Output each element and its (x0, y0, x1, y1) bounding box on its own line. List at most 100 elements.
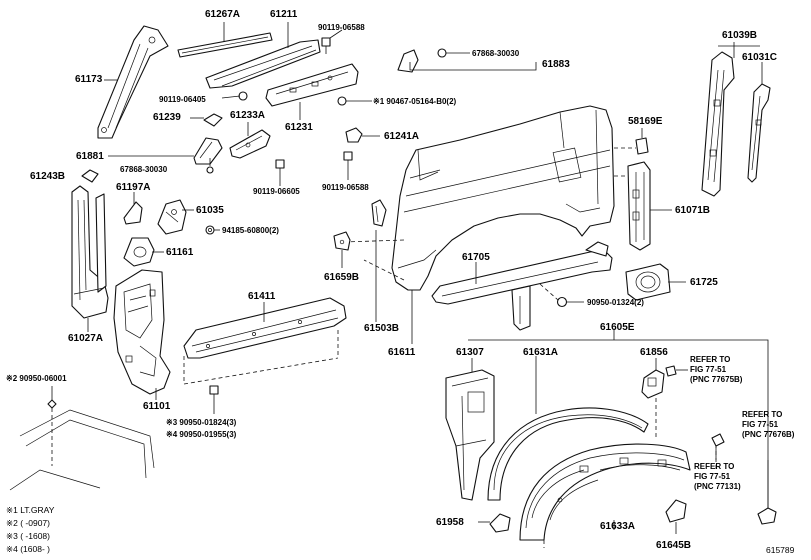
label-61659B: 61659B (324, 272, 360, 283)
label-61039B: 61039B (722, 30, 758, 41)
note-3: ※3 ( -1608) (6, 531, 50, 541)
diagram-id: 615789 (766, 545, 795, 555)
part-61881-drawing (193, 137, 223, 165)
part-61307-drawing (445, 369, 495, 501)
clip-ref-77676B (757, 507, 777, 525)
part-61031C-drawing (747, 83, 771, 183)
label-61631A: 61631A (523, 347, 559, 358)
label-61611: 61611 (388, 347, 416, 358)
label-61161: 61161 (166, 247, 194, 258)
part-58169E-drawing (635, 137, 649, 155)
label-61243B: 61243B (30, 171, 66, 182)
nut-94185-60800 (205, 225, 220, 235)
label-90119-06405: 90119-06405 (159, 95, 206, 104)
part-61883-drawing (397, 48, 447, 73)
part-61503B-drawing (371, 199, 387, 227)
note-1: ※1 LT.GRAY (6, 505, 55, 515)
part-61035-drawing (157, 199, 187, 235)
part-61039B-drawing (701, 51, 735, 197)
part-61233A-drawing (229, 129, 271, 159)
part-61411-drawing (183, 297, 347, 359)
bolt-90119-06588-top (321, 37, 331, 54)
label-90467: ※1 90467-05164-B0(2) (373, 97, 457, 106)
ref-77131: REFER TO FIG 77-51 (PNC 77131) (694, 462, 741, 492)
part-61705-drawing (431, 241, 613, 331)
note-4: ※4 (1608- ) (6, 544, 50, 554)
label-61233A: 61233A (230, 110, 266, 121)
ref-77675B-line1: REFER TO (690, 355, 731, 364)
label-90950-06001: ※2 90950-06001 (6, 374, 67, 383)
clip-90467 (337, 96, 372, 106)
label-61241A: 61241A (384, 131, 420, 142)
label-61239: 61239 (153, 112, 181, 123)
part-61631A-drawing (487, 407, 649, 501)
label-67868-30030-top: 67868-30030 (472, 49, 520, 58)
ref-77676B-line2: FIG 77-51 (742, 420, 779, 429)
label-90950-01955: ※4 90950-01955(3) (166, 430, 237, 439)
label-61031C: 61031C (742, 52, 778, 63)
label-61605E: 61605E (600, 322, 635, 333)
part-61211-drawing (205, 39, 321, 89)
clip-ref-77131 (711, 433, 725, 460)
label-61705: 61705 (462, 252, 490, 263)
part-61231-drawing (265, 63, 359, 107)
part-61856-drawing (641, 369, 665, 399)
part-61173-drawing (97, 25, 169, 139)
ref-77131-line1: REFER TO (694, 462, 735, 471)
label-61071B: 61071B (675, 205, 711, 216)
label-61645B: 61645B (656, 540, 692, 551)
part-61101-drawing (113, 269, 171, 395)
label-61503B: 61503B (364, 323, 400, 334)
ref-77676B-line3: (PNC 77676B) (742, 430, 795, 439)
part-61267A-drawing (177, 32, 273, 58)
label-61307: 61307 (456, 347, 484, 358)
part-61725-drawing (625, 263, 671, 301)
label-67868-30030-mid: 67868-30030 (120, 165, 168, 174)
ref-77131-line2: FIG 77-51 (694, 472, 731, 481)
part-61027A-drawing (71, 185, 109, 319)
label-61881: 61881 (76, 151, 104, 162)
part-61645B-drawing (665, 499, 687, 523)
part-61161-drawing (123, 237, 155, 267)
label-61173: 61173 (75, 74, 103, 85)
label-90119-06588-top: 90119-06588 (318, 23, 365, 32)
bolt-90119-06405 (221, 91, 248, 101)
label-61101: 61101 (143, 401, 171, 412)
label-61411: 61411 (248, 291, 276, 302)
ref-77675B-line2: FIG 77-51 (690, 365, 727, 374)
nut-90950-01324 (556, 296, 584, 308)
ref-77675B: REFER TO FIG 77-51 (PNC 77675B) (690, 355, 742, 385)
ref-77676B: REFER TO FIG 77-51 (PNC 77676B) (742, 410, 794, 440)
part-61611-quarter-panel (391, 105, 615, 291)
part-61197A-drawing (123, 201, 143, 225)
label-61027A: 61027A (68, 333, 104, 344)
ref-77675B-line3: (PNC 77675B) (690, 375, 743, 384)
part-61241A-drawing (345, 127, 363, 143)
label-90950-01324: 90950-01324(2) (587, 298, 644, 307)
ref-77676B-line1: REFER TO (742, 410, 783, 419)
clip-ref-77675B (665, 365, 688, 377)
label-61035: 61035 (196, 205, 224, 216)
label-61958: 61958 (436, 517, 464, 528)
label-61197A: 61197A (116, 182, 151, 193)
ref-77131-line3: (PNC 77131) (694, 482, 741, 491)
note-2: ※2 ( -0907) (6, 518, 50, 528)
label-90119-06588-mid: 90119-06588 (322, 183, 369, 192)
label-58169E: 58169E (628, 116, 663, 127)
part-61243B-drawing (81, 169, 99, 183)
part-61958-drawing (489, 513, 511, 533)
label-61856: 61856 (640, 347, 668, 358)
label-90950-01824: ※3 90950-01824(3) (166, 418, 237, 427)
label-94185-60800: 94185-60800(2) (222, 226, 279, 235)
part-61071B-drawing (627, 161, 651, 251)
label-61211: 61211 (270, 9, 298, 20)
label-61267A: 61267A (205, 9, 241, 20)
part-61659B-drawing (333, 231, 351, 251)
label-61725: 61725 (690, 277, 718, 288)
bolt-90119-06588-mid (343, 151, 353, 180)
label-61633A: 61633A (600, 521, 636, 532)
label-61883: 61883 (542, 59, 570, 70)
window-frame-drawing (9, 386, 155, 491)
label-61231: 61231 (285, 122, 313, 133)
